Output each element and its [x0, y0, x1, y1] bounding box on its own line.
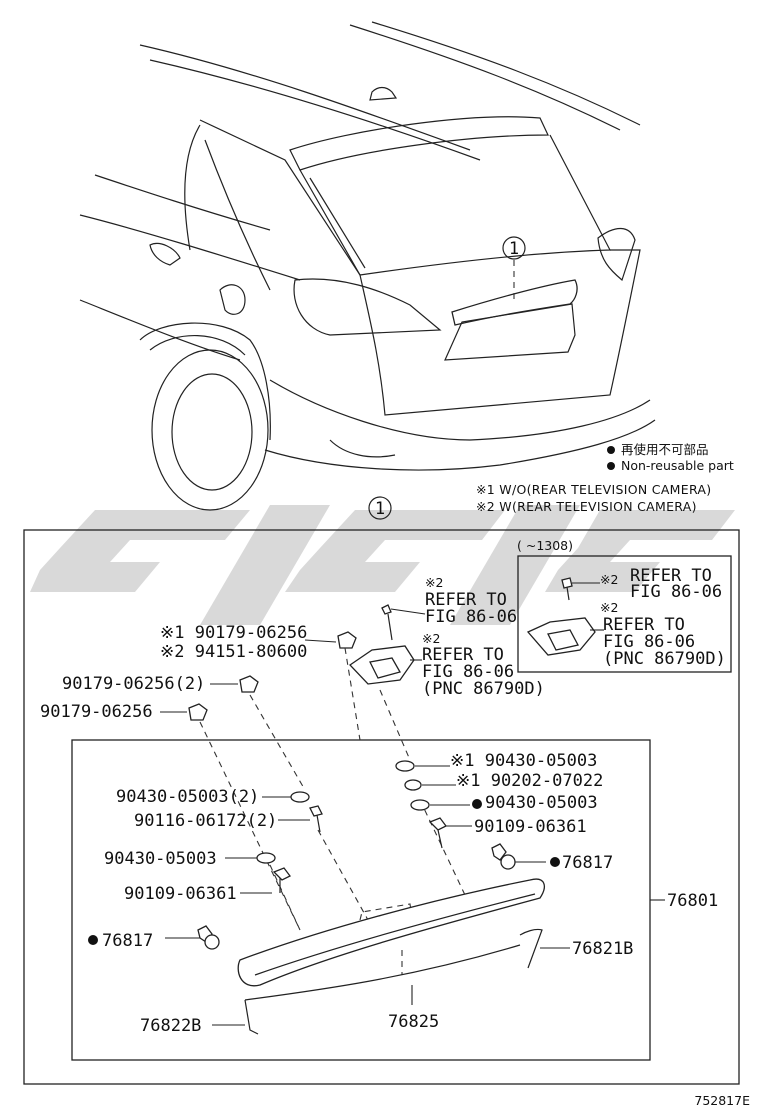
nut-part	[337, 631, 357, 649]
nut-part	[239, 675, 259, 693]
inset-refer-b-line3: (PNC 86790D)	[603, 649, 726, 669]
refer-mid-mark: ※2	[422, 631, 440, 646]
refer-top-line2: FIG 86-06	[425, 607, 517, 627]
washer-part	[410, 799, 430, 811]
callout-number: 1	[375, 499, 385, 519]
inset-refer-b-line2: FIG 86-06	[603, 632, 695, 652]
label-76801: 76801	[667, 891, 718, 911]
vehicle-rear-drawing: 1	[79, 21, 656, 511]
legend-en-text: Non-reusable part	[621, 458, 734, 473]
inset-refer-a-mark: ※2	[600, 572, 618, 587]
filled-dot-icon	[607, 462, 615, 470]
label-90109-06361-r: 90109-06361	[474, 817, 587, 837]
label-90430-05003-n1: ※1 90430-05003	[450, 751, 597, 771]
label-76817-r: 76817	[562, 853, 613, 873]
outer-frame	[23, 529, 740, 1085]
nut-part	[188, 703, 208, 721]
label-76817-l: 76817	[102, 931, 153, 951]
label-94151-80600-n2: ※2 94151-80600	[160, 642, 307, 662]
seal-strip-right	[519, 928, 543, 969]
label-90202-07022-n1: ※1 90202-07022	[456, 771, 603, 791]
filled-dot-icon	[88, 935, 98, 945]
inset-box: ( ~1308) ※2 REFER TO FIG 86-06 ※2 REFER …	[517, 538, 732, 673]
inset-range: ( ~1308)	[517, 538, 573, 553]
inset-refer-b-mark: ※2	[600, 600, 618, 615]
washer-part	[404, 779, 422, 791]
figure-code: 752817E	[694, 1093, 750, 1108]
filled-dot-icon	[607, 446, 615, 454]
filled-dot-icon	[550, 857, 560, 867]
inset-refer-b-line1: REFER TO	[603, 615, 685, 635]
label-76825: 76825	[388, 1012, 439, 1032]
bolt-head	[428, 817, 447, 831]
label-76821B: 76821B	[572, 939, 633, 959]
label-90430-05003-nr: 90430-05003	[485, 793, 598, 813]
label-90109-06361-l: 90109-06361	[124, 884, 237, 904]
refer-mid: ※2 REFER TO FIG 86-06 (PNC 86790D)	[349, 631, 545, 699]
legend-jp-text: 再使用不可部品	[621, 442, 709, 457]
label-76822B: 76822B	[140, 1016, 201, 1036]
watermark-logo	[30, 505, 735, 625]
bolt-head	[309, 805, 323, 817]
label-90179-06256-n1: ※1 90179-06256	[160, 623, 307, 643]
washer-part	[290, 791, 310, 803]
legend-note-2: ※2 W(REAR TELEVISION CAMERA)	[476, 499, 697, 514]
label-90430-05003-l: 90430-05003	[104, 849, 217, 869]
refer-top-line1: REFER TO	[425, 590, 507, 610]
legend: 再使用不可部品 Non-reusable part ※1 W/O(REAR TE…	[476, 442, 734, 514]
vehicle-callout-number: 1	[509, 239, 519, 259]
refer-mid-line1: REFER TO	[422, 645, 504, 665]
refer-mid-line2: FIG 86-06	[422, 662, 514, 682]
filled-dot-icon	[472, 799, 482, 809]
clip-part-right	[491, 843, 546, 870]
seal-strip-bottom	[244, 944, 521, 1001]
washer-part	[256, 852, 276, 864]
label-90179-06256-2: 90179-06256(2)	[62, 674, 205, 694]
inset-refer-a-line1: REFER TO	[630, 566, 712, 586]
label-90430-05003-2: 90430-05003(2)	[116, 787, 259, 807]
bolt-head	[272, 867, 291, 881]
legend-note-1: ※1 W/O(REAR TELEVISION CAMERA)	[476, 482, 711, 497]
washer-part	[395, 760, 415, 772]
refer-top: ※2 REFER TO FIG 86-06	[381, 575, 517, 641]
inset-refer-a-line2: FIG 86-06	[630, 582, 722, 602]
callout-circle	[368, 496, 392, 520]
label-90116-06172-2: 90116-06172(2)	[134, 811, 277, 831]
refer-top-mark: ※2	[425, 575, 443, 590]
label-90179-06256: 90179-06256	[40, 702, 153, 722]
refer-mid-line3: (PNC 86790D)	[422, 679, 545, 699]
clip-part-left	[165, 925, 220, 950]
